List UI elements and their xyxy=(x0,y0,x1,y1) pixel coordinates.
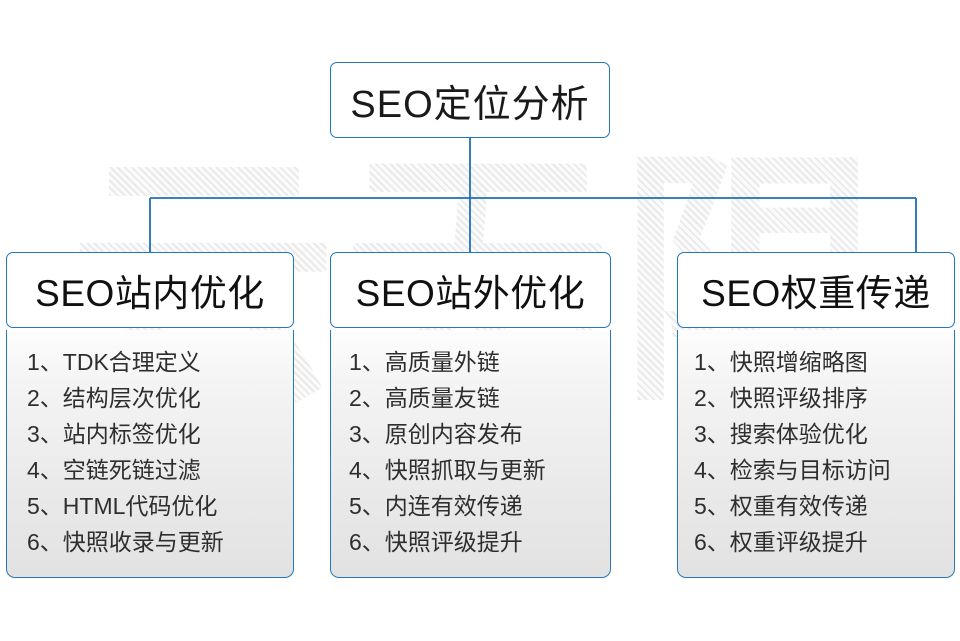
list-item: 4、空链死链过滤 xyxy=(27,457,201,483)
branch-header[interactable]: SEO站内优化 xyxy=(6,252,294,328)
list-item: 6、权重评级提升 xyxy=(694,529,868,555)
list-item: 6、快照评级提升 xyxy=(349,529,523,555)
list-item: 2、结构层次优化 xyxy=(27,385,201,411)
branch-item-list: 1、快照增缩略图 2、快照评级排序 3、搜索体验优化 4、检索与目标访问 5、权… xyxy=(677,330,955,578)
branch-header[interactable]: SEO站外优化 xyxy=(330,252,611,328)
branch-item-list: 1、TDK合理定义 2、结构层次优化 3、站内标签优化 4、空链死链过滤 5、H… xyxy=(6,330,294,578)
list-item: 6、快照收录与更新 xyxy=(27,529,224,555)
list-item: 3、搜索体验优化 xyxy=(694,421,868,447)
branch-header-label: SEO站内优化 xyxy=(35,273,265,314)
list-item: 5、HTML代码优化 xyxy=(27,493,218,519)
root-node[interactable]: SEO定位分析 xyxy=(330,62,610,138)
list-item: 1、快照增缩略图 xyxy=(694,349,868,375)
list-item: 4、快照抓取与更新 xyxy=(349,457,546,483)
branch-column-seo-offsite: SEO站外优化 1、高质量外链 2、高质量友链 3、原创内容发布 4、快照抓取与… xyxy=(330,252,611,578)
branch-header-label: SEO权重传递 xyxy=(701,273,931,314)
list-item: 1、TDK合理定义 xyxy=(27,349,201,375)
branch-item-list: 1、高质量外链 2、高质量友链 3、原创内容发布 4、快照抓取与更新 5、内连有… xyxy=(330,330,611,578)
root-node-label: SEO定位分析 xyxy=(350,83,590,126)
branch-header[interactable]: SEO权重传递 xyxy=(677,252,955,328)
branch-column-seo-weight: SEO权重传递 1、快照增缩略图 2、快照评级排序 3、搜索体验优化 4、检索与… xyxy=(677,252,955,578)
list-item: 5、内连有效传递 xyxy=(349,493,523,519)
list-item: 2、快照评级排序 xyxy=(694,385,868,411)
branch-column-seo-onsite: SEO站内优化 1、TDK合理定义 2、结构层次优化 3、站内标签优化 4、空链… xyxy=(6,252,294,578)
list-item: 1、高质量外链 xyxy=(349,349,500,375)
list-item: 3、站内标签优化 xyxy=(27,421,201,447)
branch-header-label: SEO站外优化 xyxy=(355,273,586,314)
list-item: 4、检索与目标访问 xyxy=(694,457,891,483)
list-item: 5、权重有效传递 xyxy=(694,493,868,519)
list-item: 2、高质量友链 xyxy=(349,385,500,411)
list-item: 3、原创内容发布 xyxy=(349,421,523,447)
